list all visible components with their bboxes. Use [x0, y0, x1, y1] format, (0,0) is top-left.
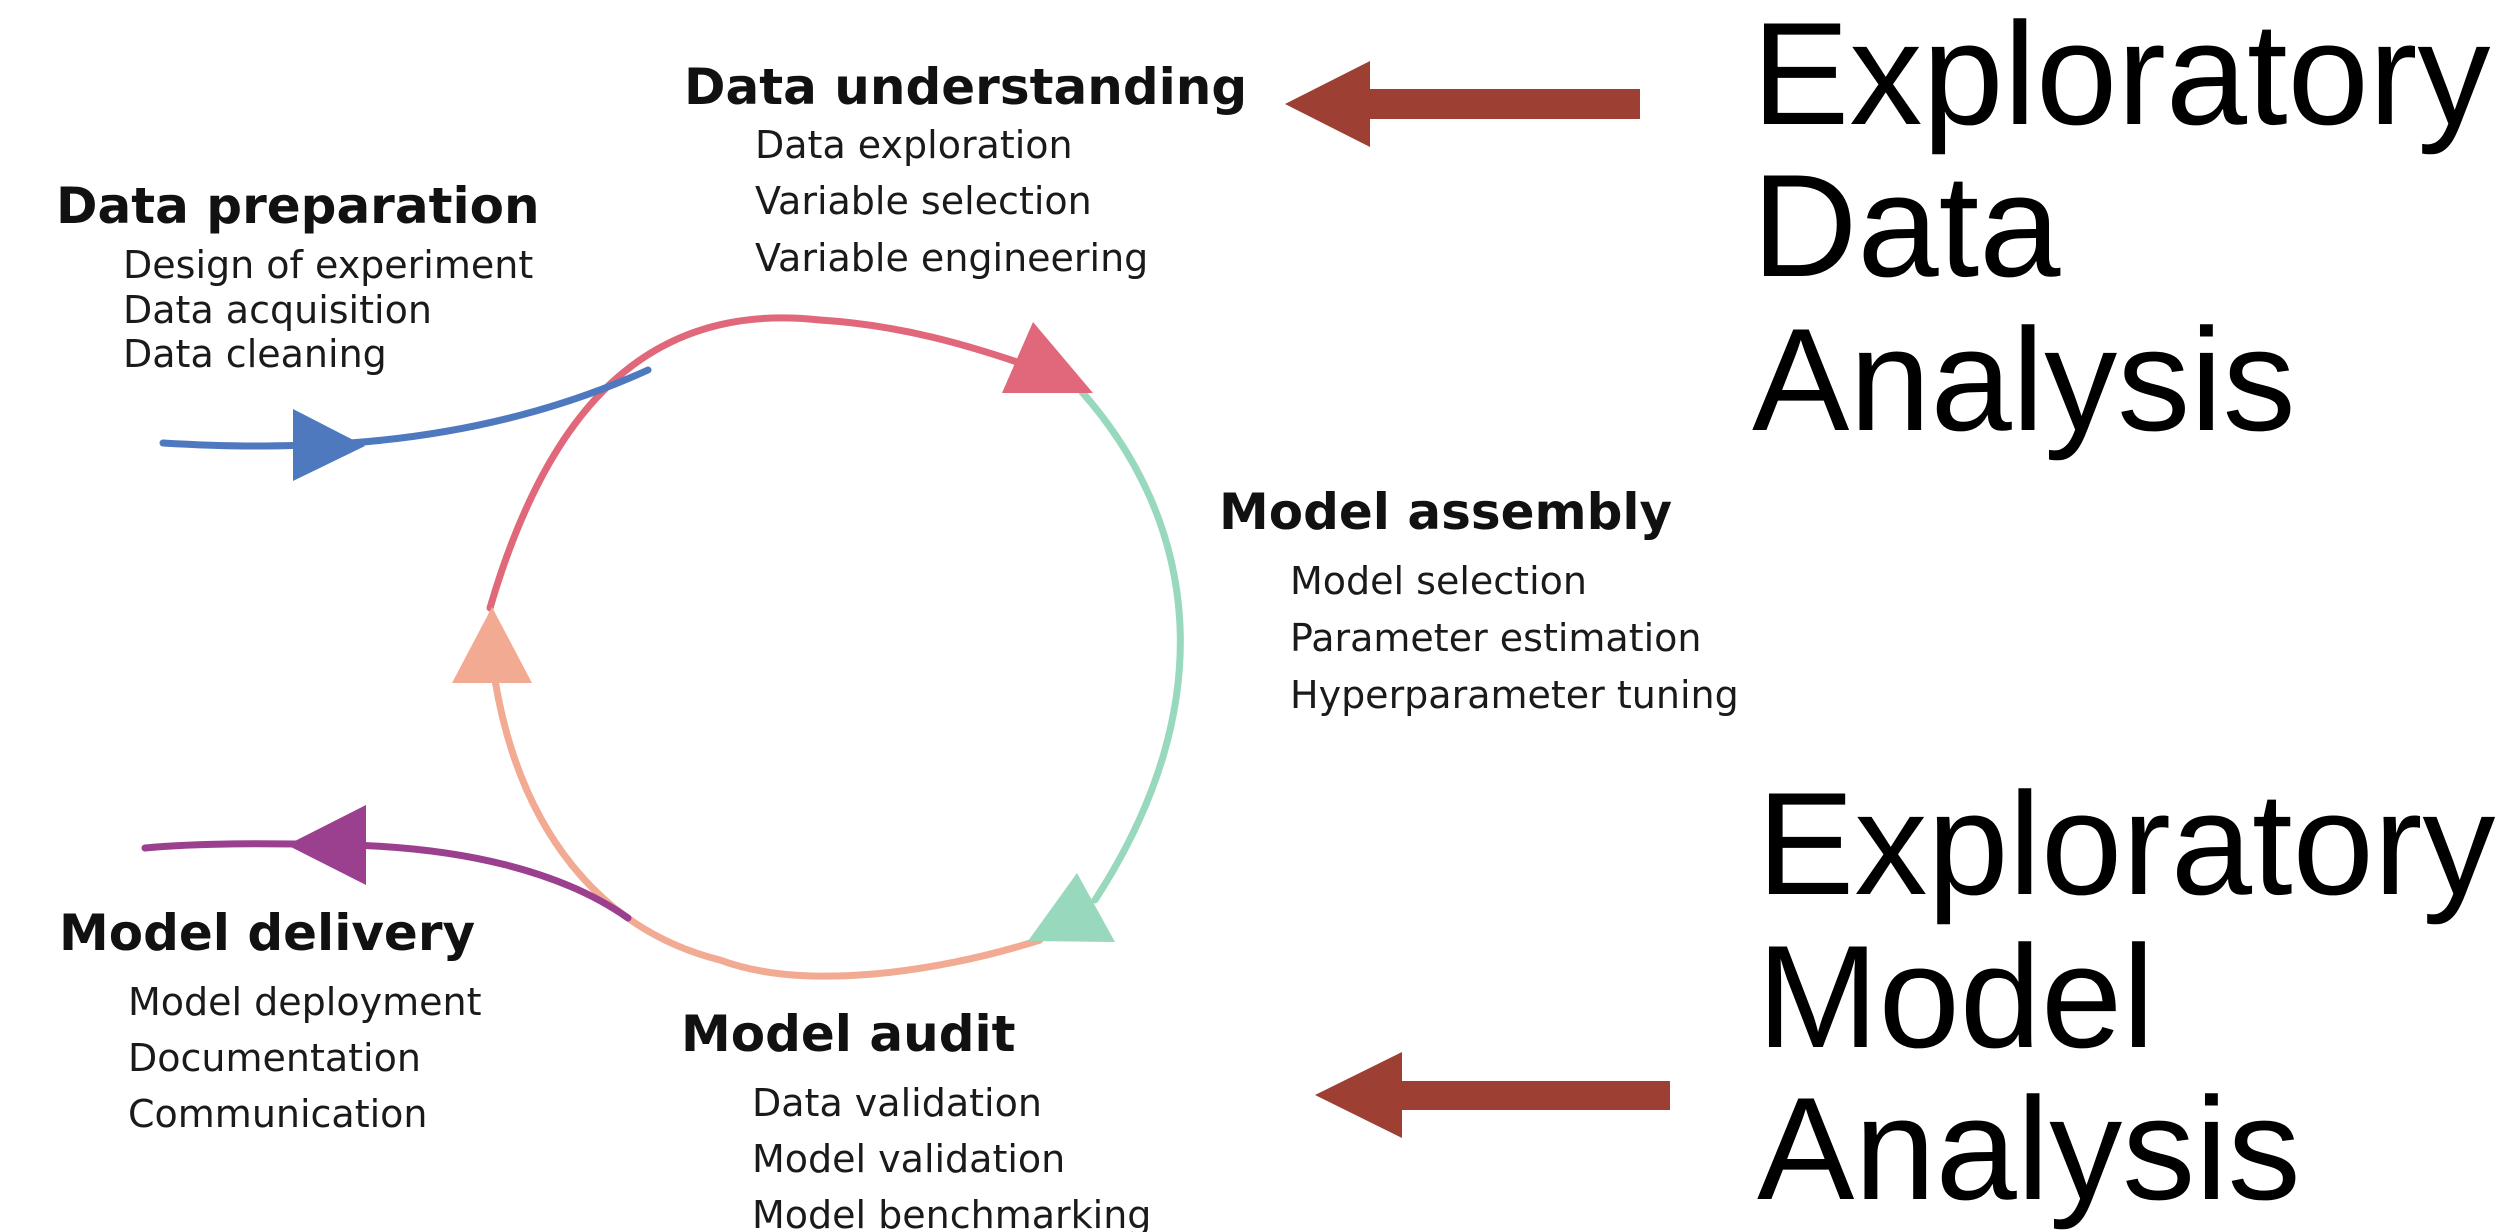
audit-item: Model benchmarking [752, 1193, 1151, 1232]
eda-arrow-icon [1285, 61, 1640, 147]
preparation-title: Data preparation [56, 177, 540, 235]
assembly-item: Model selection [1290, 559, 1587, 603]
assembly-title: Model assembly [1219, 483, 1672, 541]
assembly-arrowhead-icon [1028, 873, 1115, 942]
audit-item: Data validation [752, 1081, 1042, 1125]
delivery-arrowhead-icon [287, 805, 366, 885]
ema-label-line: Analysis [1757, 1067, 2301, 1230]
delivery-item: Documentation [128, 1036, 421, 1080]
preparation-item: Data acquisition [123, 288, 432, 332]
understanding-title: Data understanding [684, 58, 1247, 116]
assembly-arc [1078, 388, 1184, 904]
understanding-item: Variable engineering [755, 236, 1148, 280]
assembly-item: Parameter estimation [1290, 616, 1702, 660]
preparation-curve [159, 366, 652, 450]
audit-arrowhead-icon [452, 607, 532, 683]
eda-label-line: Analysis [1752, 298, 2296, 461]
preparation-item: Data cleaning [123, 332, 387, 376]
delivery-item: Model deployment [128, 980, 481, 1024]
preparation-arrowhead-icon [293, 409, 365, 481]
delivery-title: Model delivery [59, 904, 475, 962]
preparation-item: Design of experiment [123, 243, 533, 287]
eda-label-line: Exploratory [1752, 0, 2490, 155]
eda-label-line: Data [1752, 144, 2061, 307]
ema-label-line: Model [1757, 915, 2155, 1078]
understanding-item: Variable selection [755, 179, 1092, 223]
audit-item: Model validation [752, 1137, 1065, 1181]
understanding-item: Data exploration [755, 123, 1073, 167]
audit-arc [491, 676, 1044, 980]
understanding-arrowhead-icon [1002, 322, 1093, 393]
ema-label-line: Exploratory [1757, 762, 2495, 925]
delivery-item: Communication [128, 1092, 428, 1136]
understanding-arc [486, 314, 1044, 612]
assembly-item: Hyperparameter tuning [1290, 673, 1739, 717]
ema-arrow-icon [1315, 1052, 1670, 1138]
audit-title: Model audit [681, 1005, 1016, 1063]
